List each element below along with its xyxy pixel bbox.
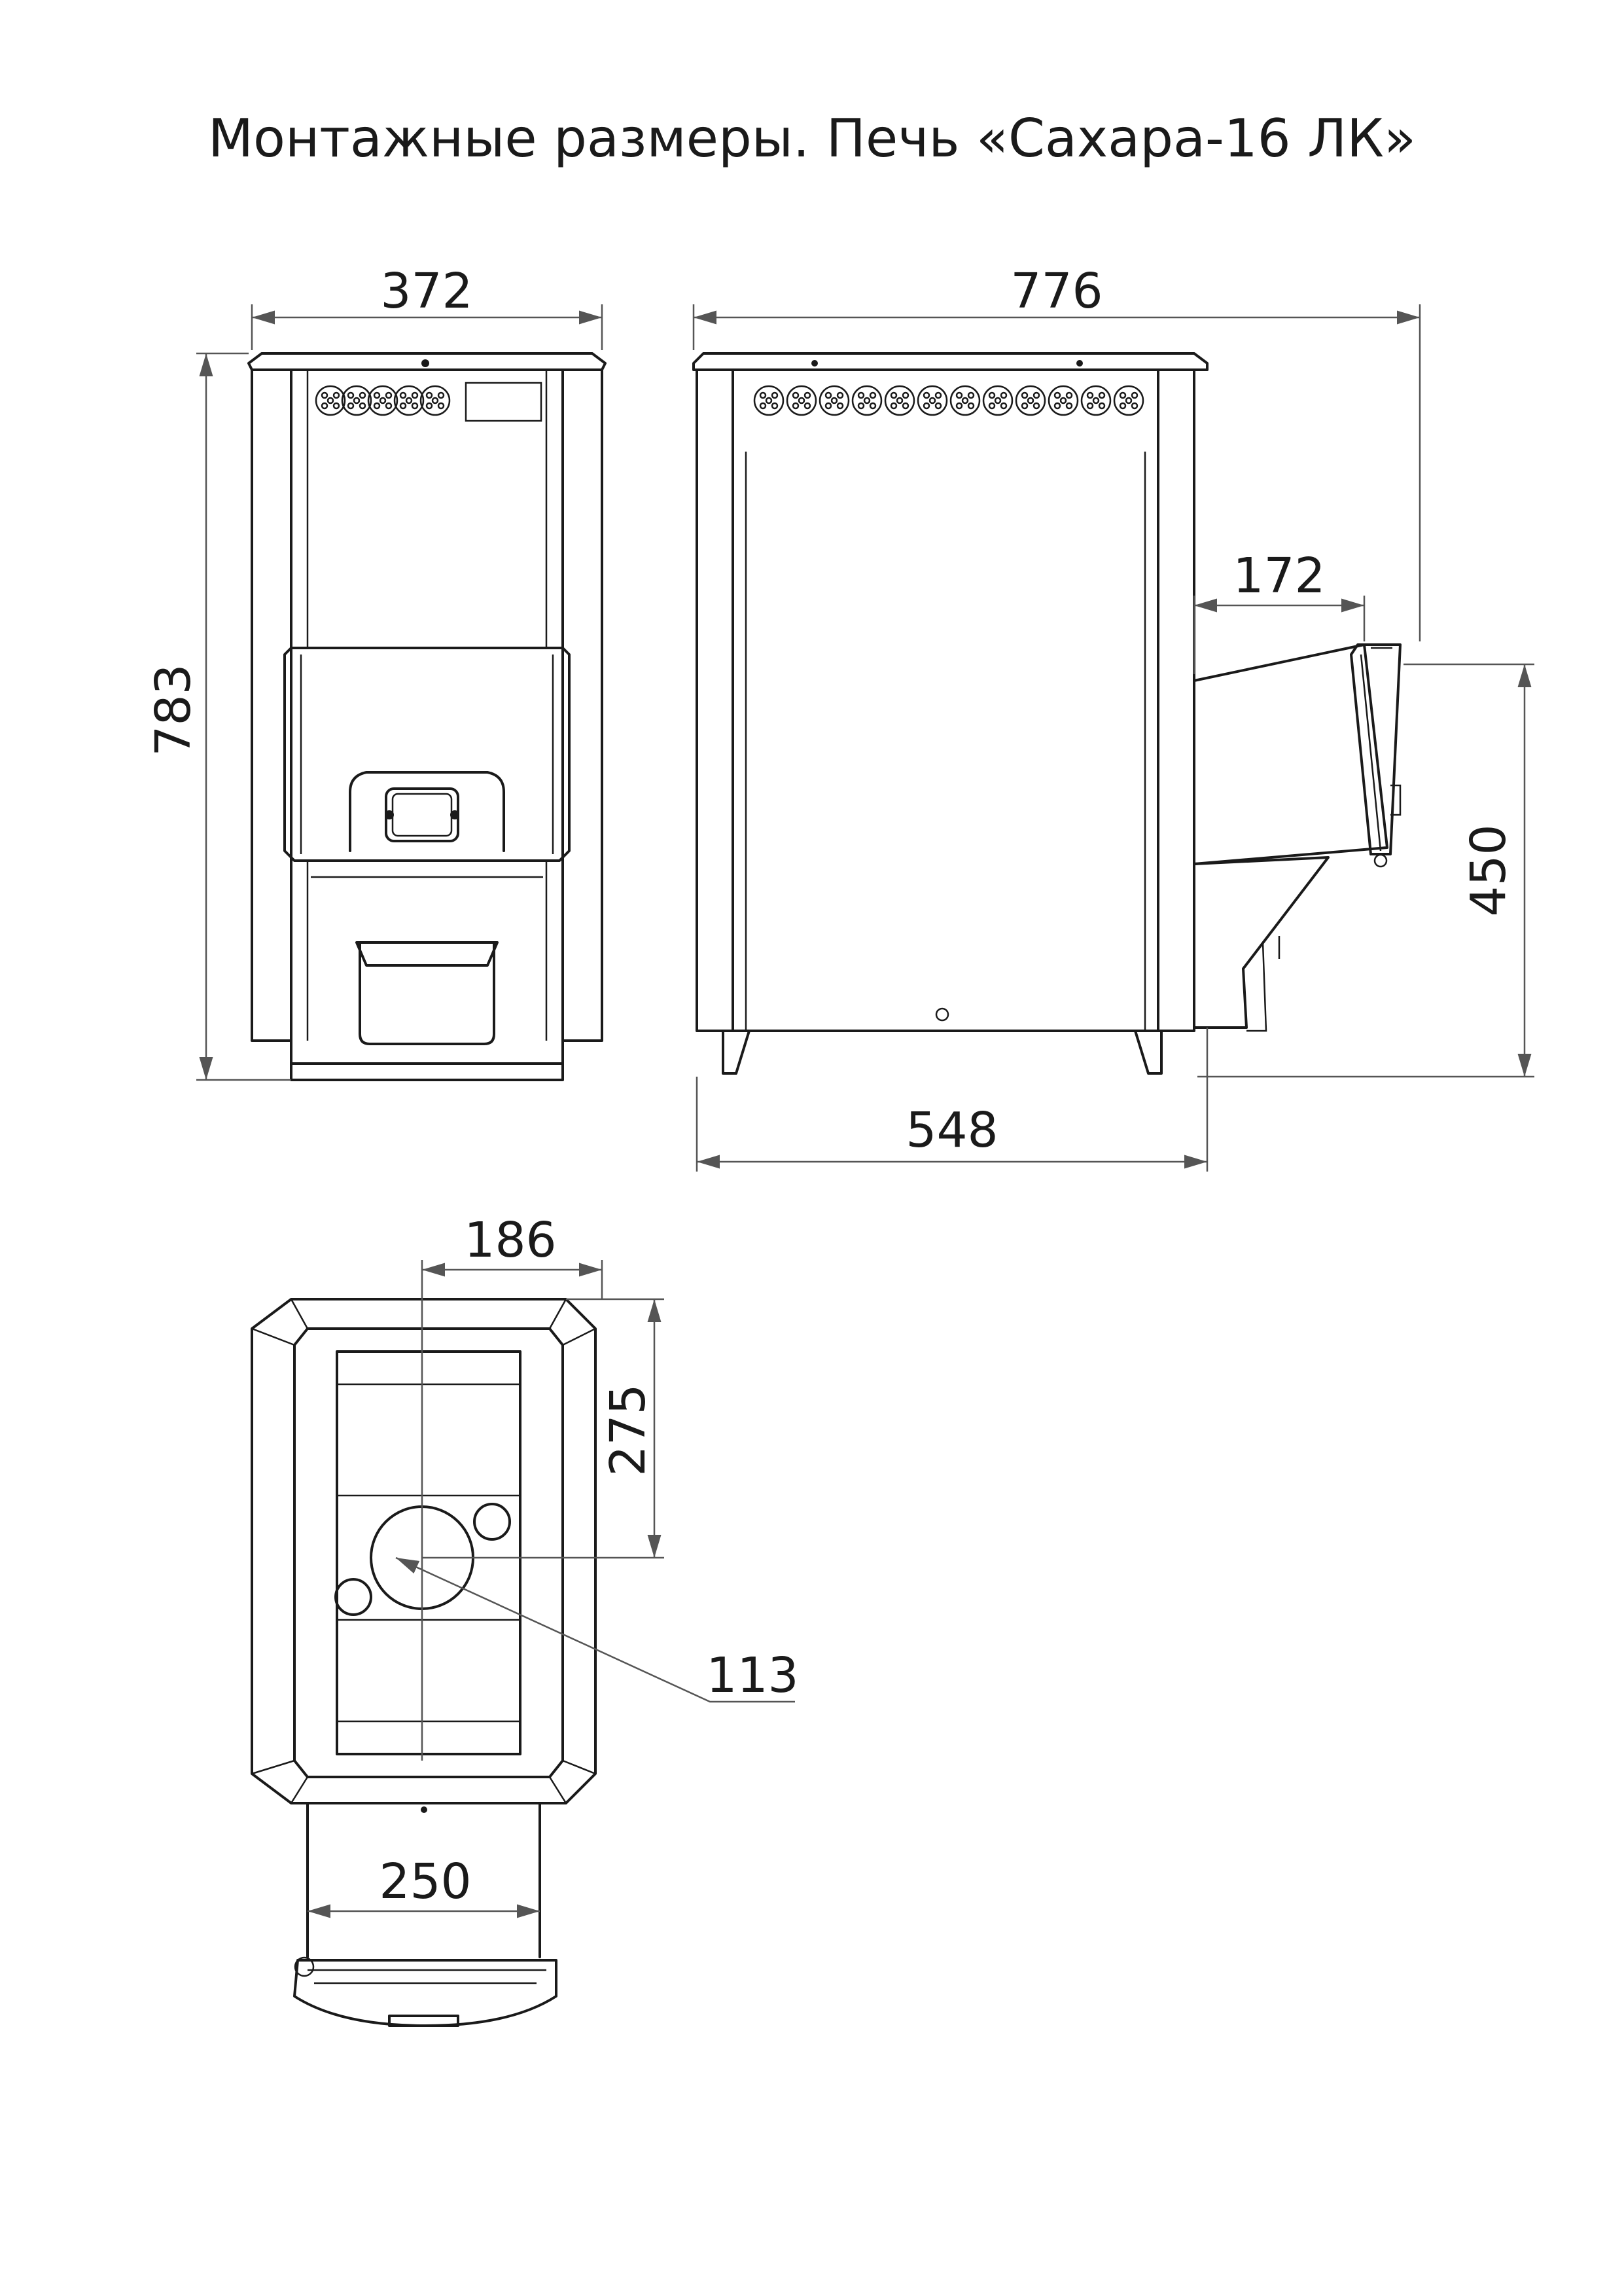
dimension-labels: 372 783 776 172 450 548 186 275 113 250: [145, 263, 1517, 1910]
dim-front-width: 372: [380, 263, 472, 319]
dim-top-depth: 275: [600, 1384, 656, 1476]
side-vent-grille: [753, 385, 1144, 416]
dim-side-length: 776: [1010, 263, 1103, 319]
dimension-lines: [196, 304, 1534, 1918]
dim-base-length: 548: [906, 1102, 998, 1158]
top-stone-tray: [336, 1350, 521, 1755]
dim-chimney-height: 450: [1460, 824, 1517, 916]
dim-chimney-offset: 172: [1233, 548, 1325, 604]
dim-top-offset: 186: [464, 1212, 556, 1268]
front-view: [247, 352, 607, 1081]
dim-front-height: 783: [145, 664, 202, 756]
front-vent-grille: [315, 385, 451, 416]
side-view: [692, 352, 1402, 1075]
drawing-title: Монтажные размеры. Печь «Сахара-16 ЛК»: [207, 108, 1416, 169]
nameplate: [465, 382, 542, 422]
dim-flue-diameter: 113: [706, 1647, 798, 1704]
top-view: [251, 1298, 597, 2027]
dim-door-width: 250: [379, 1854, 471, 1910]
